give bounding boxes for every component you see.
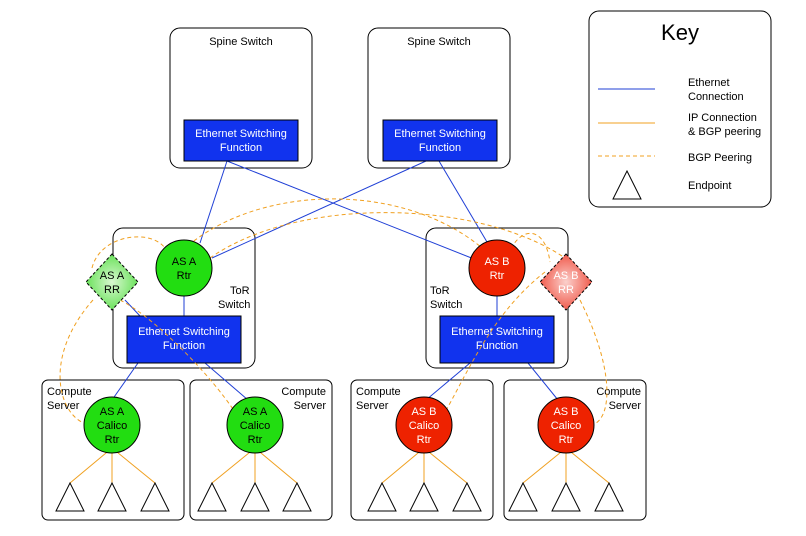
server-2-label-line1: Compute (281, 386, 326, 398)
endpoint-icon (140, 481, 170, 512)
tor-a-label-line1: ToR (230, 285, 250, 297)
legend-ethernet-line1: Ethernet (688, 77, 730, 89)
legend-title: Key (661, 20, 699, 45)
endpoint-icon (452, 481, 482, 512)
calico-4-line1: AS B (553, 406, 578, 418)
tor-b-label-line1: ToR (430, 285, 450, 297)
as-a-tor-router: AS A Rtr (155, 239, 213, 297)
tor-b-switching-function: Ethernet Switching Function (439, 315, 555, 364)
legend-ip-line1: IP Connection (688, 112, 757, 124)
endpoint-icon (367, 481, 397, 512)
endpoint-icon (409, 481, 439, 512)
calico-1-line3: Rtr (105, 434, 120, 446)
server-1-label-line1: Compute (47, 386, 92, 398)
as-a-rtr-line1: AS A (172, 256, 197, 268)
legend-endpoint: Endpoint (688, 180, 731, 192)
endpoint-icon (97, 481, 127, 512)
server-4-label-line2: Server (609, 400, 642, 412)
as-a-rr-line2: RR (104, 284, 120, 296)
as-b-route-reflector: AS B RR (539, 253, 593, 311)
spine-right-function-line1: Ethernet Switching (394, 128, 486, 140)
calico-1-line2: Calico (97, 420, 128, 432)
calico-router-4: AS B Calico Rtr (537, 396, 595, 454)
as-a-route-reflector: AS A RR (85, 253, 139, 311)
server-2-label-line2: Server (294, 400, 327, 412)
server-1-label-line2: Server (47, 400, 80, 412)
as-b-rtr-line1: AS B (484, 256, 509, 268)
calico-4-line3: Rtr (559, 434, 574, 446)
calico-router-2: AS A Calico Rtr (226, 396, 284, 454)
spine-right-switching-function: Ethernet Switching Function (382, 119, 498, 162)
as-a-rtr-line2: Rtr (177, 270, 192, 282)
tor-b-label-line2: Switch (430, 299, 462, 311)
tor-b-function-line1: Ethernet Switching (451, 326, 543, 338)
endpoint-icon (594, 481, 624, 512)
tor-a-function-line1: Ethernet Switching (138, 326, 230, 338)
spine-switch-left-label: Spine Switch (209, 36, 273, 48)
as-b-rr-line2: RR (558, 284, 574, 296)
as-a-rr-line1: AS A (100, 270, 125, 282)
endpoint-icon (197, 481, 227, 512)
calico-4-line2: Calico (551, 420, 582, 432)
endpoint-icon (282, 481, 312, 512)
as-b-tor-router: AS B Rtr (468, 239, 526, 297)
tor-a-label-line2: Switch (218, 299, 250, 311)
calico-2-line2: Calico (240, 420, 271, 432)
calico-3-line1: AS B (411, 406, 436, 418)
legend-endpoint-icon (612, 169, 642, 200)
spine-switch-right-label: Spine Switch (407, 36, 471, 48)
legend: Key Ethernet Connection IP Connection & … (588, 10, 772, 208)
calico-2-line3: Rtr (248, 434, 263, 446)
calico-router-1: AS A Calico Rtr (83, 396, 141, 454)
as-b-rtr-line2: Rtr (490, 270, 505, 282)
as-b-rr-line1: AS B (553, 270, 578, 282)
tor-b-function-line2: Function (476, 340, 518, 352)
endpoint-icon (508, 481, 538, 512)
server-4-label-line1: Compute (596, 386, 641, 398)
ethernet-links (111, 160, 559, 401)
server-3-label-line1: Compute (356, 386, 401, 398)
endpoint-icon (551, 481, 581, 512)
tor-a-switching-function: Ethernet Switching Function (126, 315, 242, 364)
spine-left-function-line2: Function (220, 142, 262, 154)
calico-3-line3: Rtr (417, 434, 432, 446)
spine-right-function-line2: Function (419, 142, 461, 154)
calico-router-3: AS B Calico Rtr (395, 396, 453, 454)
legend-ethernet-line2: Connection (688, 91, 744, 103)
legend-ip-line2: & BGP peering (688, 126, 761, 138)
tor-a-function-line2: Function (163, 340, 205, 352)
endpoint-icon (240, 481, 270, 512)
calico-2-line1: AS A (243, 406, 268, 418)
spine-left-switching-function: Ethernet Switching Function (183, 119, 299, 162)
endpoints (55, 481, 624, 512)
calico-1-line1: AS A (100, 406, 125, 418)
server-3-label-line2: Server (356, 400, 389, 412)
endpoint-icon (55, 481, 85, 512)
legend-bgp: BGP Peering (688, 152, 752, 164)
ip-links (69, 447, 610, 484)
spine-left-function-line1: Ethernet Switching (195, 128, 287, 140)
calico-3-line2: Calico (409, 420, 440, 432)
